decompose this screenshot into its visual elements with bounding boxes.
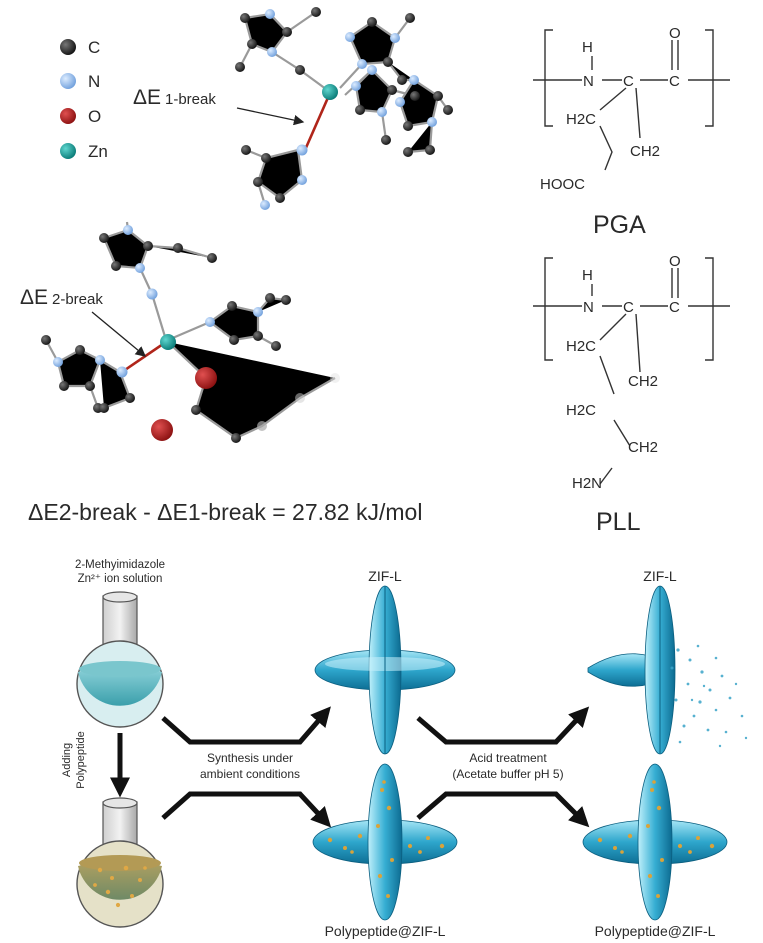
zn-complex-2: ΔE 2-break [20, 221, 340, 443]
pll-right-bracket [705, 257, 714, 361]
pll-atom-h2c-1: H2C [566, 338, 596, 355]
zif-l-label-left: ZIF-L [368, 568, 402, 584]
synthesis-arrow-top [161, 706, 331, 745]
pointer-arrow-1 [236, 107, 305, 126]
molecule-2-atoms [41, 225, 340, 443]
molecule-1-bonds [239, 11, 449, 206]
pll-atom-ch2-2: CH2 [628, 439, 658, 456]
pll-atom-ch2-1: CH2 [628, 373, 658, 390]
legend-label-o: O [88, 107, 101, 126]
legend-label-zn: Zn [88, 142, 108, 161]
polypeptide-zif-l-label-left: Polypeptide@ZIF-L [325, 923, 446, 939]
pga-left-bracket [544, 29, 553, 127]
adding-label-line2: Polypeptide [75, 731, 87, 789]
nitrogen-atom-icon [60, 73, 76, 89]
synthesis-label-line1: Synthesis under [207, 751, 293, 765]
polypeptide-zif-l-crystal-icon-right [582, 763, 728, 921]
energy-difference-equation: ΔE2-break - ΔE1-break = 27.82 kJ/mol [28, 499, 422, 525]
flask-1-icon [76, 591, 164, 728]
broken-bond-1 [303, 92, 332, 151]
flask-1-label-line2: Zn²⁺ ion solution [78, 573, 163, 585]
pll-atom-n: N [583, 299, 594, 316]
synthesis-arrow-bottom [161, 791, 332, 828]
synthesis-scheme: 2-Methyimidazole Zn²⁺ ion solution Addin… [61, 559, 748, 939]
legend-item-o: O [60, 107, 101, 126]
pll-structure: H N C O C H2C CH2 H2C CH2 H2N PLL [533, 253, 730, 536]
legend-item-n: N [60, 72, 100, 91]
pga-name: PGA [593, 211, 646, 239]
legend-label-c: C [88, 38, 100, 57]
adding-label-line1: Adding [61, 743, 73, 777]
delta-e2-symbol: ΔE [20, 286, 48, 309]
legend-item-zn: Zn [60, 142, 108, 161]
delta-e2-label: ΔE 2-break [20, 286, 103, 309]
pll-atom-h: H [582, 267, 593, 284]
zif-l-crystal-icon [314, 585, 456, 755]
oxygen-atom-icon [60, 108, 76, 124]
pll-atom-o: O [669, 253, 681, 270]
polypeptide-zif-l-crystal-icon-left [312, 763, 458, 921]
flask-2-icon [76, 797, 164, 928]
delta-e1-label: ΔE 1-break [133, 86, 216, 109]
acid-arrow-top [416, 706, 590, 745]
pointer-arrow-2 [91, 311, 147, 357]
molecule-2-bonds [45, 221, 336, 440]
delta-e1-subscript: 1-break [165, 91, 216, 108]
atom-legend: C N O Zn [60, 38, 108, 161]
delta-e1-symbol: ΔE [133, 86, 161, 109]
pll-name: PLL [596, 508, 641, 536]
zinc-center-1 [322, 84, 338, 100]
pll-atom-h2c-2: H2C [566, 402, 596, 419]
zinc-atom-icon [60, 143, 76, 159]
acid-label-line2: (Acetate buffer pH 5) [452, 767, 563, 781]
acid-arrow-bottom [416, 791, 590, 828]
pll-atom-alpha-c: C [623, 299, 634, 316]
zn-complex-1: ΔE 1-break [133, 7, 453, 210]
pll-left-bracket [544, 257, 553, 361]
pga-atom-hooc: HOOC [540, 176, 585, 193]
carbon-atom-icon [60, 39, 76, 55]
broken-bond-2 [121, 340, 167, 374]
degraded-zif-l-crystal-icon [587, 585, 748, 755]
legend-item-c: C [60, 38, 100, 57]
zinc-center-2 [160, 334, 176, 350]
zif-l-label-right: ZIF-L [643, 568, 677, 584]
legend-label-n: N [88, 72, 100, 91]
flask-1-label-line1: 2-Methyimidazole [75, 559, 165, 571]
pga-structure: H N C O C H2C CH2 HOOC PGA [533, 25, 730, 239]
pga-atom-ch2: CH2 [630, 143, 660, 160]
synthesis-label-line2: ambient conditions [200, 767, 300, 781]
polypeptide-zif-l-label-right: Polypeptide@ZIF-L [595, 923, 716, 939]
delta-e2-subscript: 2-break [52, 291, 103, 308]
pga-right-bracket [705, 29, 714, 127]
pll-atom-h2n: H2N [572, 475, 602, 492]
acid-label-line1: Acid treatment [469, 751, 547, 765]
pga-atom-n: N [583, 73, 594, 90]
pll-atom-carbonyl-c: C [669, 299, 680, 316]
molecule-1-atoms [235, 7, 453, 210]
pga-atom-carbonyl-c: C [669, 73, 680, 90]
pga-atom-alpha-c: C [623, 73, 634, 90]
pga-atom-o: O [669, 25, 681, 42]
pga-atom-h: H [582, 39, 593, 56]
pga-atom-h2c: H2C [566, 111, 596, 128]
